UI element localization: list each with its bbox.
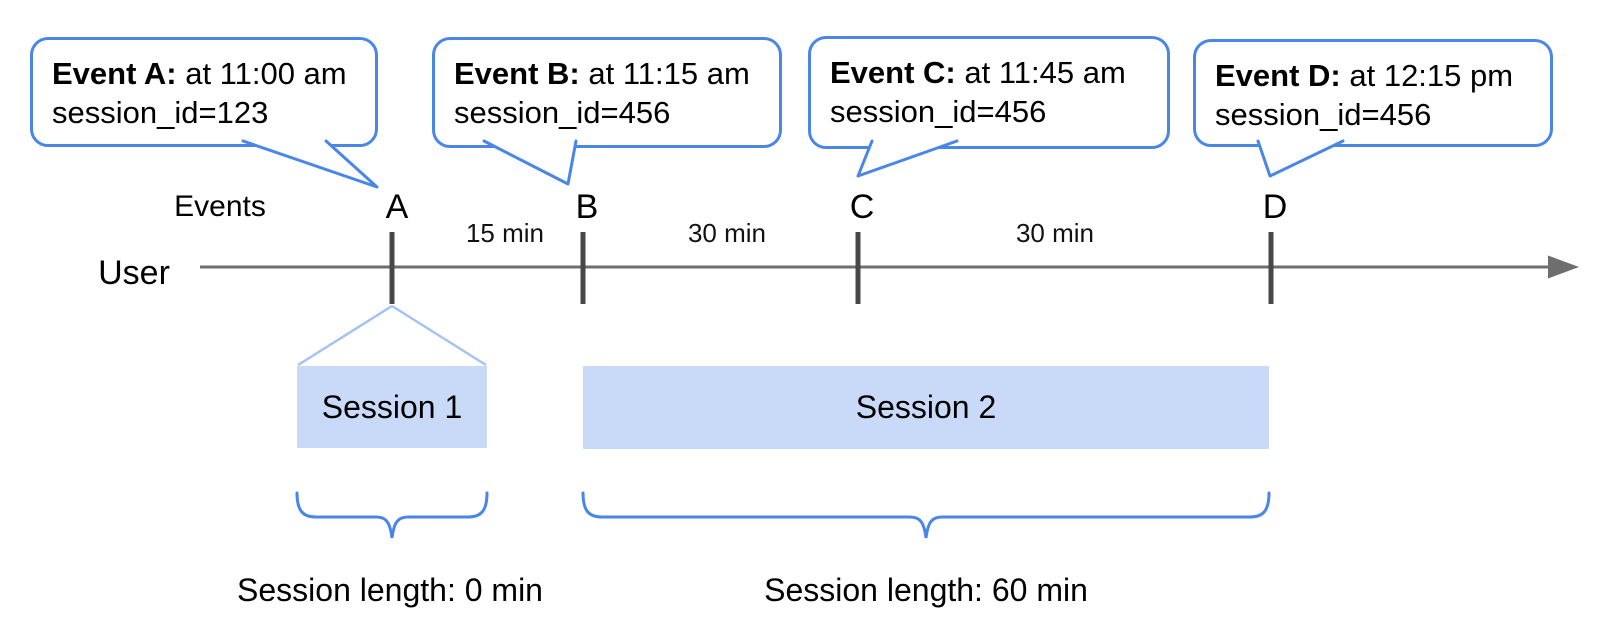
callout-line-1: Event B: at 11:15 am (454, 54, 769, 93)
funnel-line-right (391, 304, 487, 367)
user-axis-label: User (98, 254, 170, 292)
events-axis-label: Events (174, 190, 266, 223)
session-2-label: Session 2 (855, 389, 997, 425)
callout-session-id: session_id=456 (830, 94, 1047, 129)
callout-event-time: at 11:00 am (176, 56, 347, 91)
event-d-callout: Event D: at 12:15 pm session_id=456 (1193, 39, 1553, 147)
session-2-brace (581, 491, 1271, 539)
event-marker-b: B (575, 188, 599, 226)
event-marker-d: D (1262, 188, 1288, 226)
session-1-bar: Session 1 (297, 366, 487, 448)
interval-label-b-c: 30 min (687, 218, 767, 248)
callout-session-id: session_id=123 (52, 95, 269, 130)
callout-event-name: Event D: (1215, 58, 1341, 93)
event-b-callout: Event B: at 11:15 am session_id=456 (432, 37, 782, 148)
callout-event-name: Event B: (454, 56, 580, 91)
session-2-length-label: Session length: 60 min (764, 572, 1088, 608)
callout-event-name: Event A: (52, 56, 177, 91)
session-2-bar: Session 2 (583, 366, 1269, 449)
callout-session-id: session_id=456 (1215, 97, 1432, 132)
session-1-length-label: Session length: 0 min (237, 572, 543, 608)
timeline-arrowhead-icon (1548, 255, 1579, 279)
callout-event-time: at 11:45 am (955, 55, 1126, 90)
callout-event-time: at 12:15 pm (1340, 58, 1514, 93)
session-1-brace (295, 491, 489, 539)
interval-label-a-b: 15 min (465, 218, 545, 248)
callout-line-1: Event D: at 12:15 pm (1215, 56, 1540, 95)
callout-session-id: session_id=456 (454, 95, 671, 130)
event-marker-c: C (849, 188, 875, 226)
callout-a-tail (241, 139, 379, 189)
callout-event-name: Event C: (830, 55, 956, 90)
event-marker-a: A (385, 188, 409, 226)
event-c-callout: Event C: at 11:45 am session_id=456 (808, 36, 1170, 149)
callout-event-time: at 11:15 am (579, 56, 750, 91)
event-a-callout: Event A: at 11:00 am session_id=123 (30, 37, 378, 147)
interval-label-c-d: 30 min (1015, 218, 1095, 248)
funnel-line-left (297, 304, 393, 367)
callout-line-1: Event C: at 11:45 am (830, 53, 1157, 92)
session-1-label: Session 1 (321, 388, 463, 425)
callout-line-1: Event A: at 11:00 am (52, 54, 365, 93)
